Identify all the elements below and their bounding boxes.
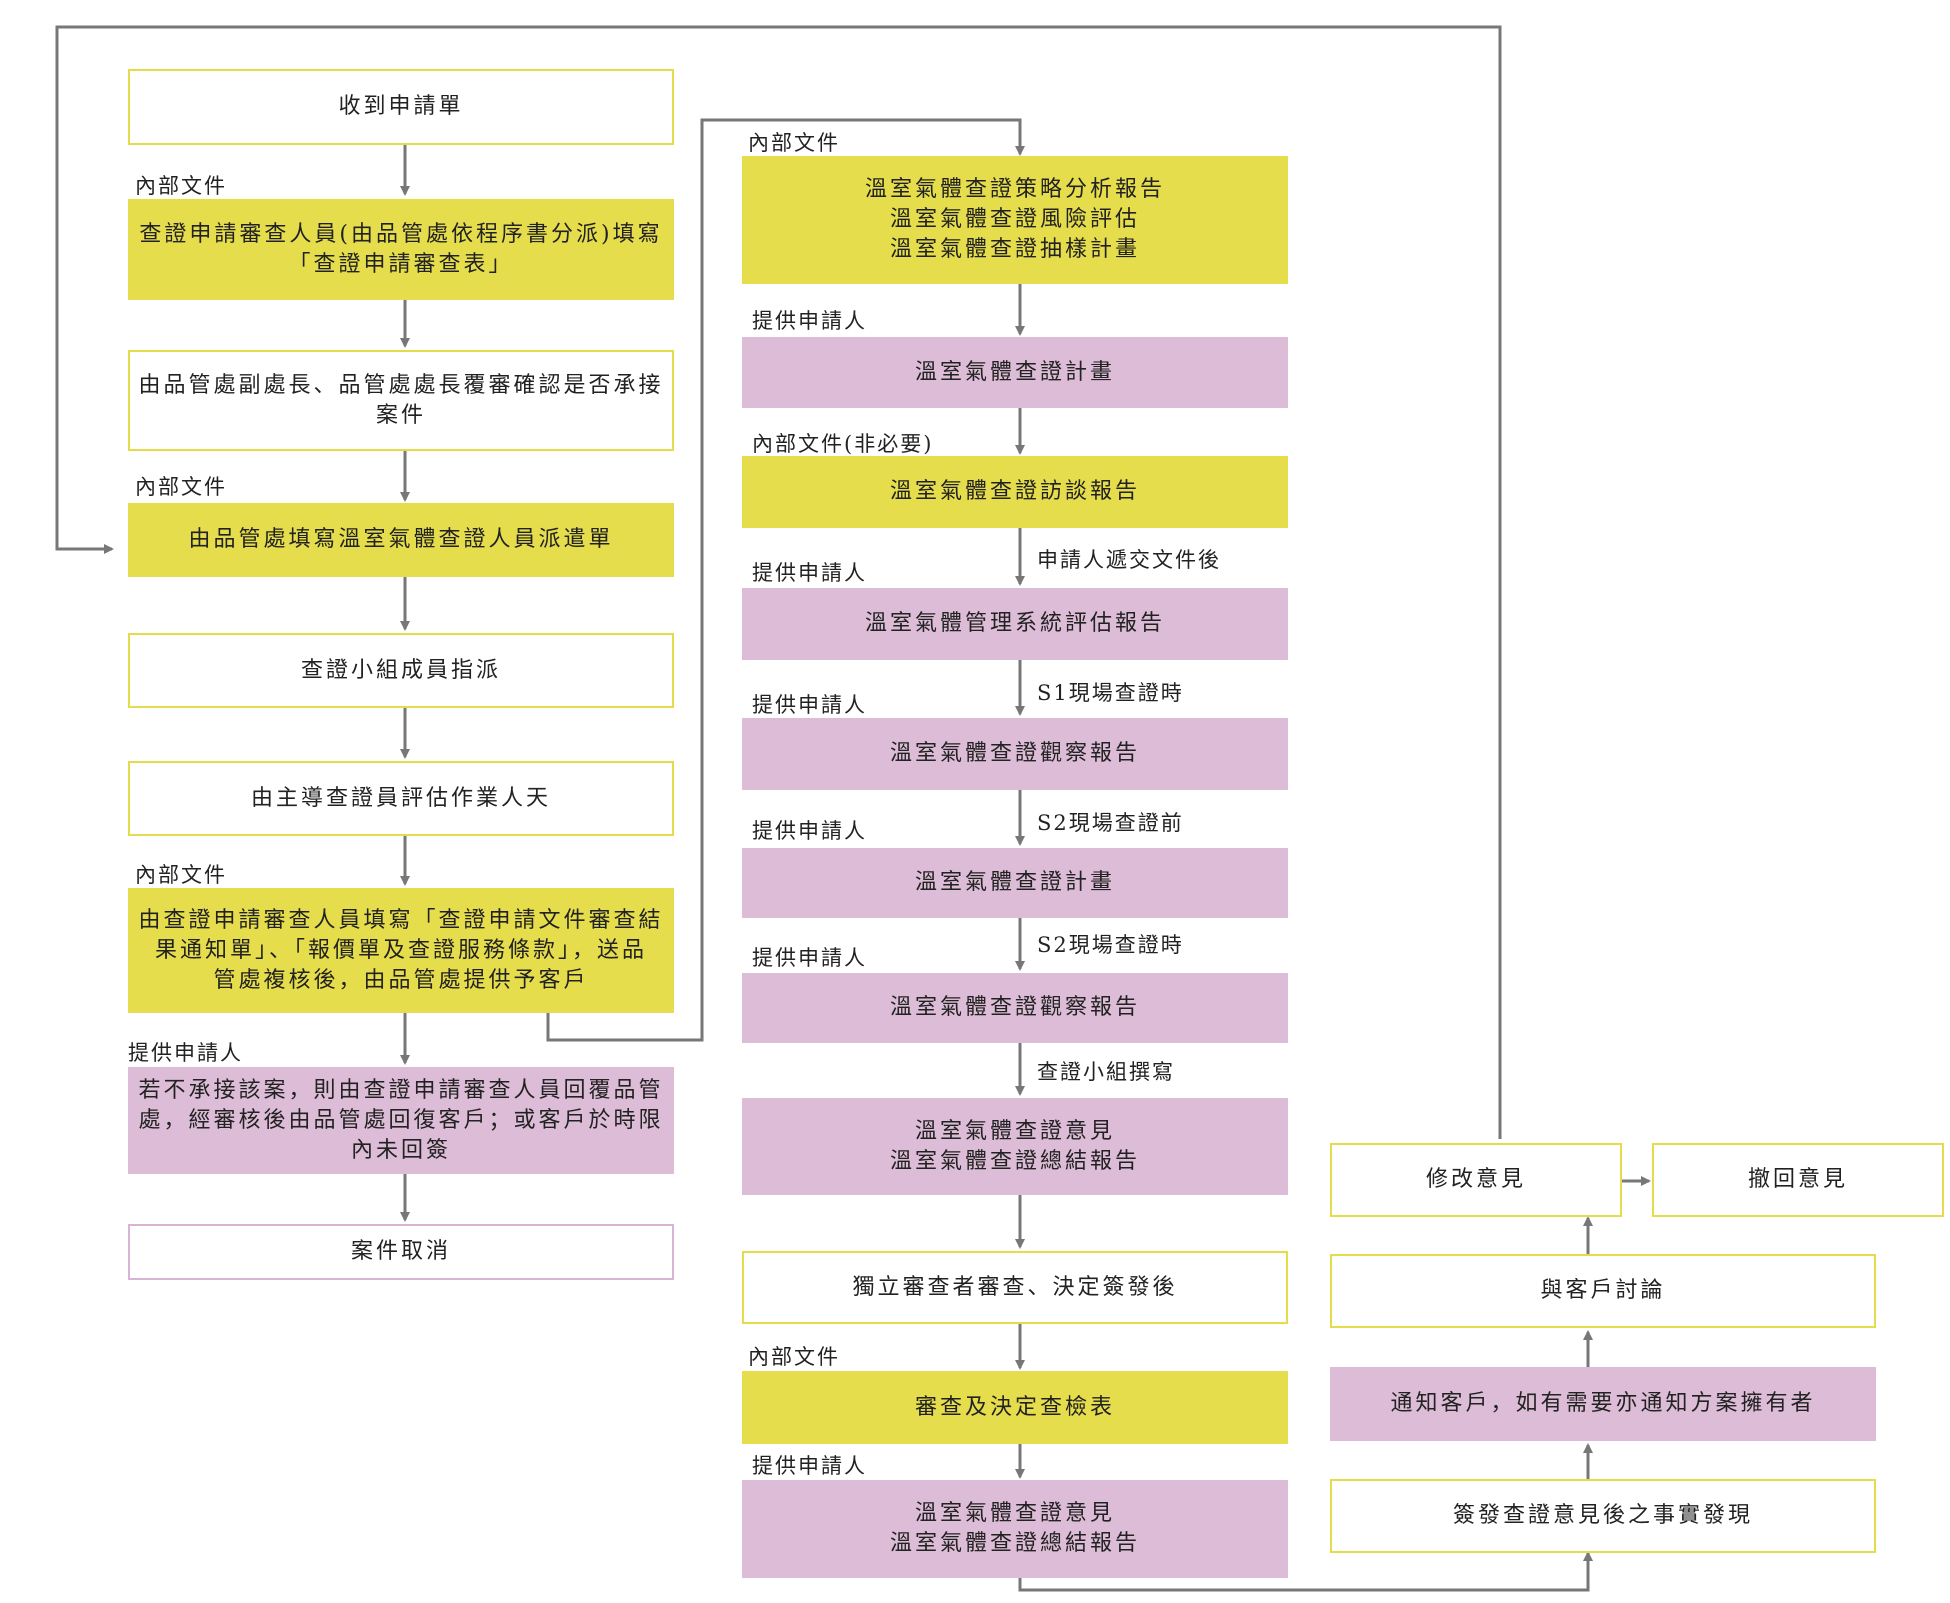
internal-doc-optional-label: 內部文件(非必要) (752, 432, 934, 456)
provide-applicant-label: 提供申請人 (752, 819, 867, 843)
decline-case-box: 若不承接該案，則由查證申請審查人員回覆品管 處，經審核後由品管處回復客戶；或客戶… (128, 1067, 674, 1174)
facts-after-issue-box: 簽發查證意見後之事實發現 (1330, 1479, 1876, 1553)
confirm-accept-case-box: 由品管處副處長、品管處處長覆審確認是否承接 案件 (128, 350, 674, 451)
assign-team-box: 查證小組成員指派 (128, 633, 674, 708)
branch-connector (1018, 1551, 1593, 1592)
loop-connector (55, 25, 1502, 1139)
provide-applicant-label: 提供申請人 (128, 1041, 243, 1065)
estimate-mandays-box: 由主導查證員評估作業人天 (128, 761, 674, 836)
internal-doc-label: 內部文件 (748, 1345, 840, 1369)
revise-opinion-box: 修改意見 (1330, 1143, 1622, 1217)
internal-doc-label: 內部文件 (135, 174, 227, 198)
provide-applicant-label: 提供申請人 (752, 693, 867, 717)
internal-doc-label: 內部文件 (748, 131, 840, 155)
ms-assessment-report-box: 溫室氣體管理系統評估報告 (742, 588, 1288, 660)
withdraw-opinion-box: 撤回意見 (1652, 1143, 1944, 1217)
provide-applicant-label: 提供申請人 (752, 946, 867, 970)
receive-application-box: 收到申請單 (128, 69, 674, 145)
branch-connector (546, 118, 1025, 1042)
case-cancelled-box: 案件取消 (128, 1224, 674, 1280)
provide-applicant-label: 提供申請人 (752, 561, 867, 585)
notify-client-box: 通知客戶，如有需要亦通知方案擁有者 (1330, 1367, 1876, 1441)
provide-applicant-label: 提供申請人 (752, 309, 867, 333)
condition-label: 查證小組撰寫 (1037, 1060, 1175, 1084)
discuss-with-client-box: 與客戶討論 (1330, 1254, 1876, 1328)
internal-doc-label: 內部文件 (135, 863, 227, 887)
review-checklist-box: 審查及決定查檢表 (742, 1371, 1288, 1444)
fill-assignment-form-box: 由品管處填寫溫室氣體查證人員派遣單 (128, 503, 674, 577)
condition-label: S2現場查證時 (1037, 933, 1184, 957)
opinion-summary-box: 溫室氣體查證意見 溫室氣體查證總結報告 (742, 1098, 1288, 1195)
interview-report-box: 溫室氣體查證訪談報告 (742, 456, 1288, 528)
verification-plan-box: 溫室氣體查證計畫 (742, 337, 1288, 408)
opinion-summary-box: 溫室氣體查證意見 溫室氣體查證總結報告 (742, 1480, 1288, 1578)
condition-label: 申請人遞交文件後 (1037, 548, 1221, 572)
observation-report-box: 溫室氣體查證觀察報告 (742, 718, 1288, 790)
condition-label: S1現場查證時 (1037, 681, 1184, 705)
reviewer-fill-form-box: 查證申請審查人員(由品管處依程序書分派)填寫 「查證申請審查表」 (128, 199, 674, 300)
strategy-report-box: 溫室氣體查證策略分析報告 溫室氣體查證風險評估 溫室氣體查證抽樣計畫 (742, 156, 1288, 284)
observation-report-box: 溫室氣體查證觀察報告 (742, 973, 1288, 1043)
internal-doc-label: 內部文件 (135, 475, 227, 499)
verification-plan-box: 溫室氣體查證計畫 (742, 848, 1288, 918)
notify-quotation-box: 由查證申請審查人員填寫「查證申請文件審查結 果通知單」、「報價單及查證服務條款」… (128, 888, 674, 1013)
condition-label: S2現場查證前 (1037, 811, 1184, 835)
provide-applicant-label: 提供申請人 (752, 1454, 867, 1478)
independent-review-box: 獨立審查者審查、決定簽發後 (742, 1251, 1288, 1324)
